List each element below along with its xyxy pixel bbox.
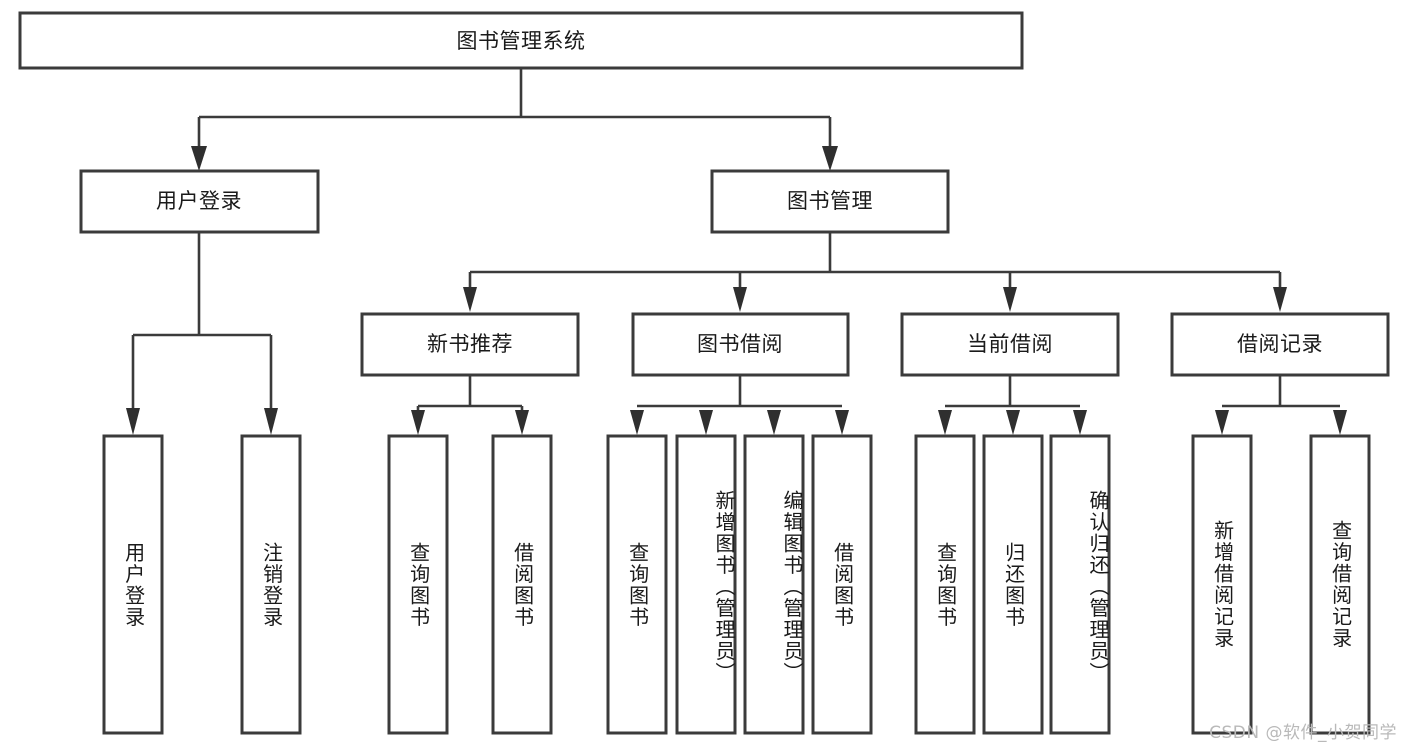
node-borrow-record[interactable] (1170, 312, 1390, 377)
node-current-borrow[interactable] (900, 312, 1120, 377)
connector-group-book-manage (463, 232, 1287, 312)
leaf-new-book-2[interactable] (491, 434, 553, 735)
leaf-user-login-2[interactable] (240, 434, 302, 735)
node-user-login-label: 用户登录 (156, 189, 242, 213)
leaf-book-borrow-4[interactable] (811, 434, 873, 735)
arrow-head-user-login (191, 146, 207, 171)
arrow-head-bb-3 (767, 410, 781, 435)
leaf-book-borrow-2[interactable] (675, 434, 737, 735)
node-book-borrow-label: 图书借阅 (697, 332, 783, 356)
connector-group-new-book (411, 375, 529, 435)
arrow-head-cb-3 (1073, 410, 1087, 435)
arrow-head-bb-1 (630, 410, 644, 435)
node-book-borrow[interactable] (631, 312, 850, 377)
node-current-borrow-label: 当前借阅 (967, 332, 1053, 356)
arrow-head-bb-4 (835, 410, 849, 435)
arrow-head-l3-1 (463, 287, 477, 312)
arrow-head-l3-4 (1273, 287, 1287, 312)
node-new-book-label: 新书推荐 (427, 332, 513, 356)
arrow-head-nb-1 (411, 410, 425, 435)
arrow-head-ul-1 (126, 408, 140, 435)
connector-group-root (191, 68, 838, 171)
node-borrow-record-label: 借阅记录 (1237, 332, 1323, 356)
leaf-book-borrow-3[interactable] (743, 434, 805, 735)
leaf-borrow-record-1[interactable] (1191, 434, 1253, 735)
leaf-current-borrow-2[interactable] (982, 434, 1044, 735)
arrow-head-cb-2 (1006, 410, 1020, 435)
node-root[interactable] (18, 11, 1024, 70)
node-user-login[interactable] (79, 169, 320, 234)
watermark: CSDN @软件_小贺同学 (1209, 723, 1397, 743)
connector-group-book-borrow (630, 375, 849, 435)
leaf-borrow-record-2[interactable] (1309, 434, 1371, 735)
arrow-head-book-manage (822, 146, 838, 171)
leaf-new-book-1[interactable] (387, 434, 449, 735)
connector-group-user-login (126, 232, 278, 435)
arrow-head-bb-2 (699, 410, 713, 435)
leaf-user-login-1[interactable] (102, 434, 164, 735)
leaf-current-borrow-1[interactable] (914, 434, 976, 735)
node-book-manage-label: 图书管理 (787, 189, 873, 213)
arrow-head-ul-2 (264, 408, 278, 435)
arrow-head-l3-3 (1003, 287, 1017, 312)
node-book-manage[interactable] (710, 169, 950, 234)
arrow-head-l3-2 (733, 287, 747, 312)
connector-group-current-borrow (938, 375, 1087, 435)
arrow-head-br-2 (1333, 410, 1347, 435)
leaf-current-borrow-3[interactable] (1049, 434, 1111, 735)
arrow-head-cb-1 (938, 410, 952, 435)
connector-group-borrow-record (1215, 375, 1347, 435)
node-root-label: 图书管理系统 (457, 29, 586, 53)
leaf-book-borrow-1[interactable] (606, 434, 668, 735)
arrow-head-br-1 (1215, 410, 1229, 435)
arrow-head-nb-2 (515, 410, 529, 435)
node-new-book[interactable] (360, 312, 580, 377)
